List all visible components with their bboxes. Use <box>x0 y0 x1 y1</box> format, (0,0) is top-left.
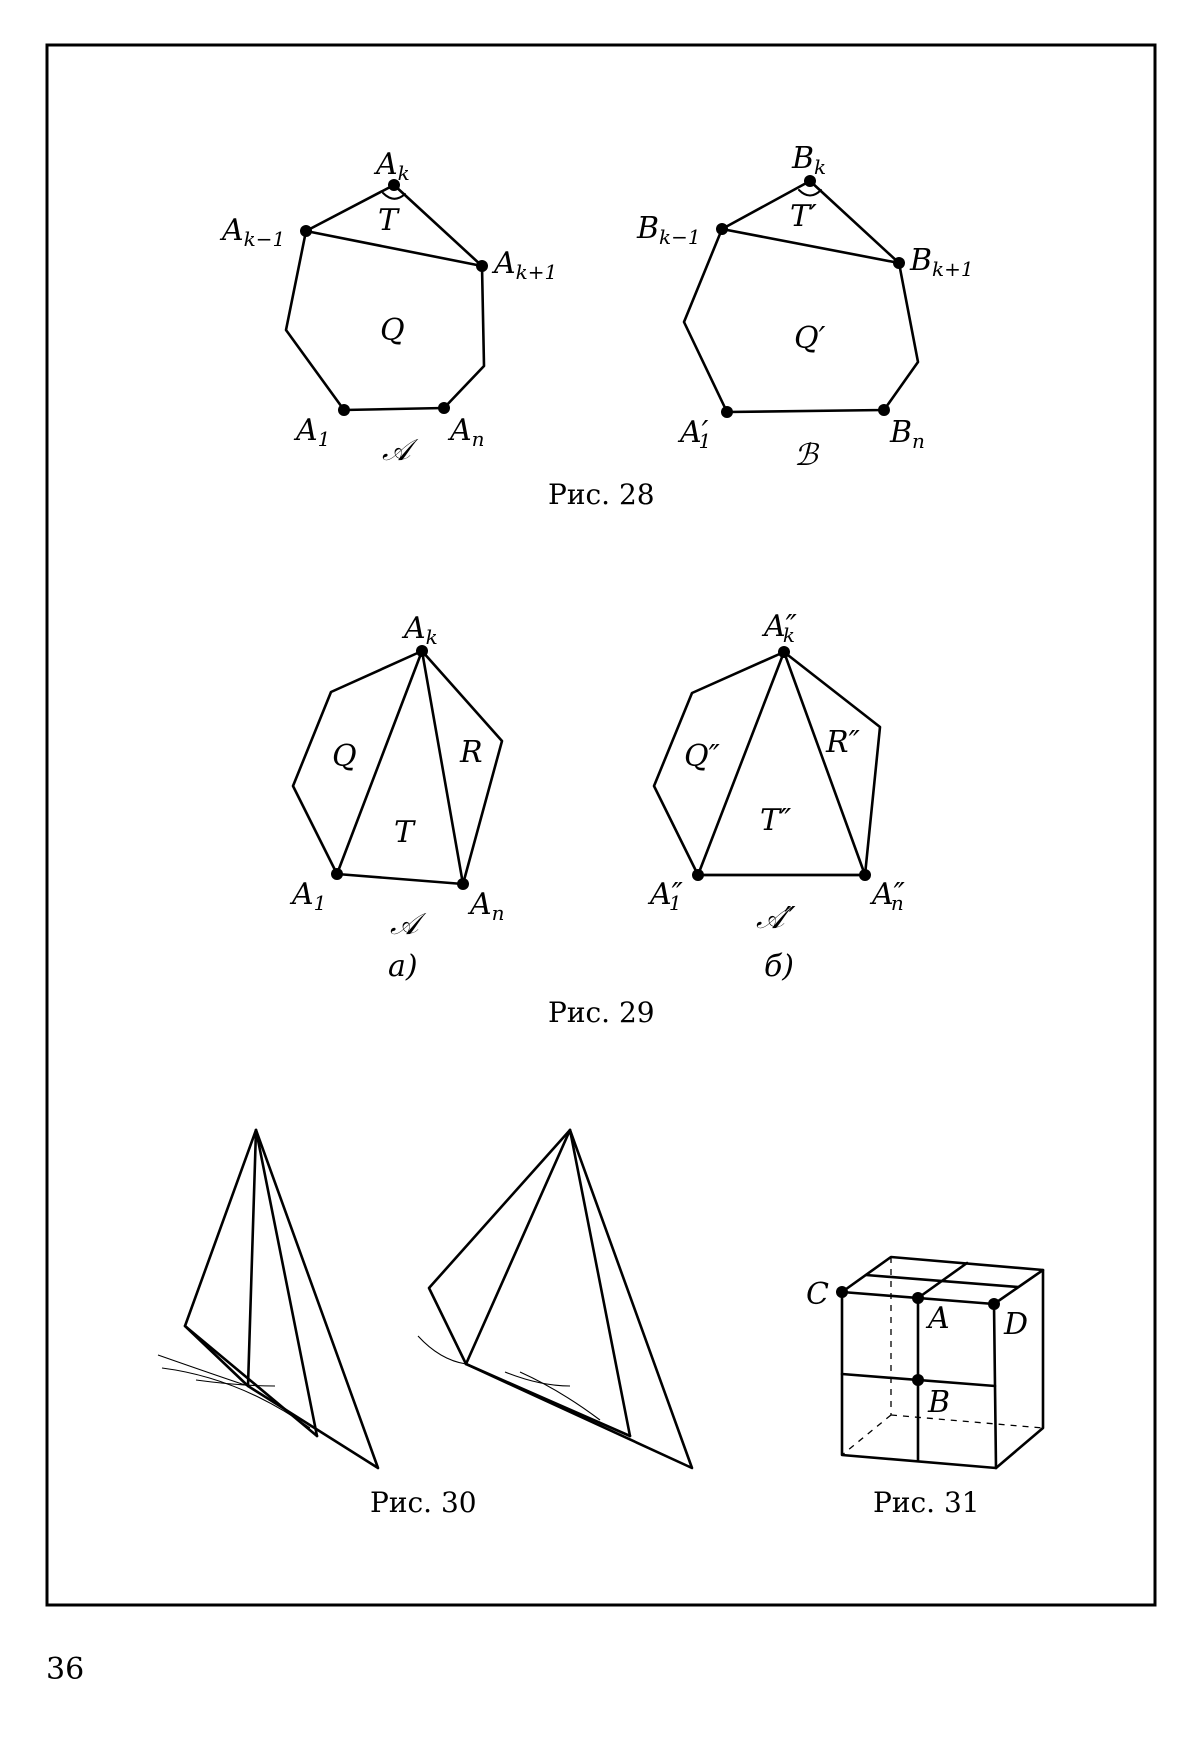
label-31-C: C <box>806 1277 829 1312</box>
label-31-A: A <box>925 1301 950 1336</box>
label-Ak-minus-1: Ak−1 <box>219 213 285 251</box>
label-29a-R: R <box>459 735 483 770</box>
label-29b-polygon: 𝒜″ <box>756 901 796 936</box>
fig31-cube <box>836 1255 1045 1470</box>
fig30-left-drawing <box>157 1128 380 1470</box>
label-An: An <box>447 413 485 451</box>
label-29b-T: T″ <box>760 803 792 838</box>
label-29a-Q: Q <box>332 739 357 774</box>
label-Bk-minus-1: Bk−1 <box>636 211 701 249</box>
fig31-caption: Рис. 31 <box>873 1486 980 1519</box>
label-polygon-B: ℬ <box>794 438 820 473</box>
fig30-right-drawing <box>417 1128 694 1470</box>
label-29b-Ak: A″k <box>761 609 798 647</box>
fig29-a-polygon <box>291 645 504 890</box>
fig29-b-polygon <box>652 646 882 881</box>
label-29a-T: T <box>394 815 416 850</box>
label-A1-prime: A′1 <box>677 415 711 453</box>
label-29a-subfig: а) <box>388 949 418 984</box>
label-Q-prime: Q′ <box>794 321 826 356</box>
fig29-caption: Рис. 29 <box>548 996 655 1029</box>
label-31-B: B <box>927 1385 950 1420</box>
fig28-caption: Рис. 28 <box>548 478 655 511</box>
label-29a-A1: A1 <box>289 877 326 915</box>
fig30-caption: Рис. 30 <box>370 1486 477 1519</box>
label-29b-R: R″ <box>825 725 861 760</box>
label-Ak: Ak <box>373 147 410 185</box>
label-29a-Ak: Ak <box>401 611 438 649</box>
label-29b-subfig: б) <box>764 949 794 984</box>
label-29b-A1: A″1 <box>647 877 684 915</box>
label-29a-polygon: 𝒜 <box>390 907 427 942</box>
label-A1: A1 <box>293 413 330 451</box>
label-T: T <box>378 203 400 238</box>
label-31-D: D <box>1003 1307 1028 1342</box>
label-Ak-plus-1: Ak+1 <box>491 246 557 284</box>
page-number: 36 <box>46 1652 85 1687</box>
page-border <box>45 43 1157 1607</box>
fig28-left-polygon <box>284 179 488 416</box>
label-polygon-A: 𝒜 <box>382 433 419 468</box>
label-29b-Q: Q″ <box>684 739 721 774</box>
label-Q: Q <box>380 313 405 348</box>
label-Bk: Bk <box>791 141 826 179</box>
label-Bk-plus-1: Bk+1 <box>909 243 974 281</box>
label-29b-An: A″n <box>869 877 906 915</box>
fig28-right-polygon <box>682 175 920 418</box>
label-29a-An: An <box>467 887 505 925</box>
label-Bn: Bn <box>889 415 925 453</box>
label-T-prime: T′ <box>790 199 817 234</box>
